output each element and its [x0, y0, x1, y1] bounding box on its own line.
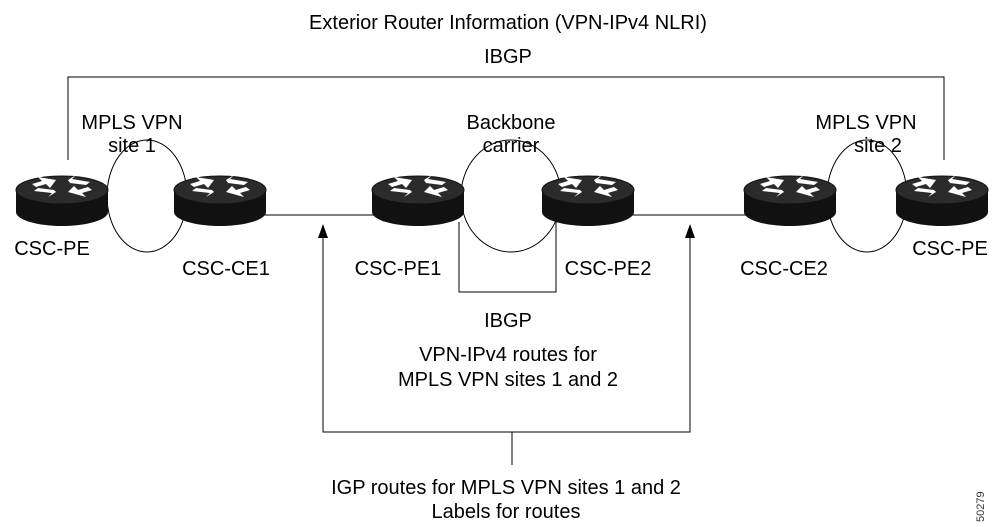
- outer-ibgp-label: IBGP: [484, 46, 532, 68]
- backbone-label-line2: carrier: [482, 135, 540, 157]
- router-label-csc-ce2: CSC-CE2: [740, 258, 828, 280]
- figure-number: 50279: [975, 491, 987, 522]
- inner-ibgp-desc-line2: MPLS VPN sites 1 and 2: [397, 369, 619, 391]
- inner-ibgp-line: [458, 222, 557, 293]
- router-label-csc-pe-right: CSC-PE: [912, 238, 988, 260]
- bottom-label-line2: Labels for routes: [431, 501, 581, 523]
- title-label: Exterior Router Information (VPN-IPv4 NL…: [309, 12, 707, 34]
- router-csc-pe1: [371, 174, 465, 227]
- router-label-csc-pe-left: CSC-PE: [14, 238, 90, 260]
- site2-label-line2: site 2: [854, 135, 902, 157]
- router-csc-pe-right: [895, 174, 989, 227]
- inner-ibgp-desc-line1: VPN-IPv4 routes for: [419, 344, 597, 366]
- router-label-csc-ce1: CSC-CE1: [182, 258, 270, 280]
- site1-label-line1: MPLS VPN: [81, 112, 183, 134]
- bottom-label-line1: IGP routes for MPLS VPN sites 1 and 2: [331, 477, 681, 499]
- backbone-label-line1: Backbone: [466, 112, 556, 134]
- inner-ibgp-label: IBGP: [484, 310, 532, 332]
- left-arrowhead: [318, 224, 328, 238]
- router-csc-ce1: [173, 174, 267, 227]
- site2-label-line1: MPLS VPN: [815, 112, 917, 134]
- site1-label-line2: site 1: [108, 135, 156, 157]
- router-csc-pe-left: [15, 174, 109, 227]
- router-csc-pe2: [541, 174, 635, 227]
- router-label-csc-pe1: CSC-PE1: [354, 258, 442, 280]
- router-csc-ce2: [743, 174, 837, 227]
- right-arrowhead: [685, 224, 695, 238]
- router-label-csc-pe2: CSC-PE2: [564, 258, 652, 280]
- bottom-bracket: [322, 236, 691, 433]
- outer-ibgp-line: [67, 76, 945, 160]
